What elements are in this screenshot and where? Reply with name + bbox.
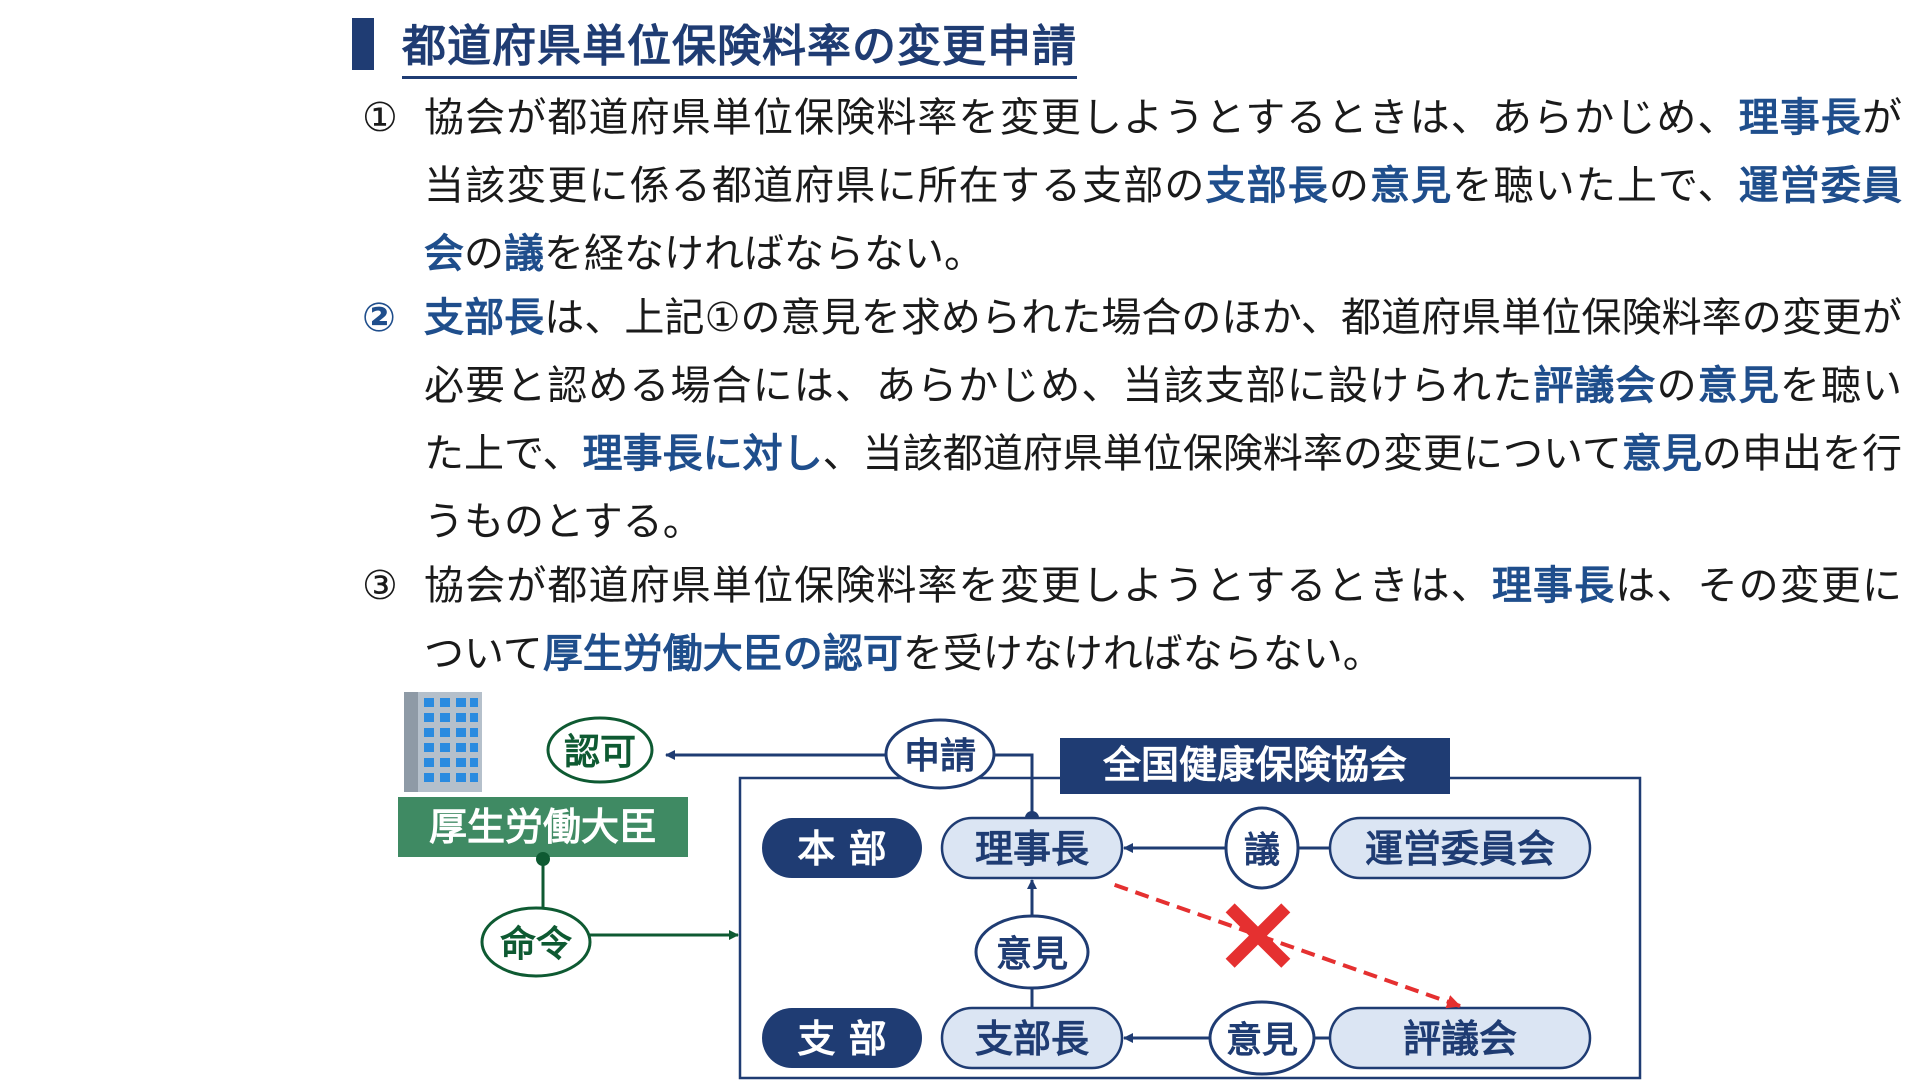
association-frame [738,776,1642,1080]
item-body-2: 支部長は、上記①の意見を求められた場合のほか、都道府県単位保険料率の変更が必要と… [424,284,1902,556]
invalid-route-arrow [1111,882,1461,1009]
body-text: 協会が都道府県単位保険料率を変更しようとするときは、 [424,563,1492,609]
council-node [1328,1006,1592,1070]
deliberation-label: 議 [1244,830,1280,871]
list-item-3: ③ 協会が都道府県単位保険料率を変更しようとするときは、理事長は、その変更につい… [362,552,1902,688]
steering-committee-node [1328,816,1592,880]
application-dot [1025,811,1039,825]
order-dot [536,852,550,866]
association-label: 全国健康保険協会 [1102,743,1407,787]
emphasis-text: 議 [504,231,544,277]
association-label-box [1060,738,1450,794]
emphasis-text: 理事長 [1491,563,1616,609]
minister-label: 厚生労働大臣 [429,805,657,849]
body-text: の [464,231,504,277]
steering-committee-label: 運営委員会 [1365,827,1555,871]
chairman-label: 理事長 [975,827,1090,871]
council-label: 評議会 [1403,1017,1517,1061]
minister-box [398,797,688,857]
heading-title: 都道府県単位保険料率の変更申請 [402,10,1077,79]
opinion-up-node [974,914,1090,990]
body-text: 協会が都道府県単位保険料率を変更しようとするときは、あらかじめ、 [424,95,1739,141]
approval-node [546,716,654,784]
emphasis-text: 評議会 [1533,363,1657,409]
item-number-3: ③ [362,563,398,609]
emphasis-text: 厚生労働大臣の認可 [542,631,903,677]
order-node [480,906,592,978]
body-text: を聴いた上で、 [424,363,1903,477]
headquarters-pill [762,818,922,878]
body-text: が当該変更に係る都道府県に所在する支部の [424,95,1902,209]
emphasis-text: 支部長 [424,295,545,341]
list-item-1: ① 協会が都道府県単位保険料率を変更しようとするときは、あらかじめ、理事長が当該… [362,84,1902,288]
body-text: を受けなければならない。 [902,631,1383,677]
branch-pill [762,1008,922,1068]
deliberation-node [1224,806,1300,890]
headquarters-label: 本 部 [797,827,886,871]
application-arrow [665,750,1034,820]
body-text: は、その変更について [424,563,1902,677]
section-heading: 都道府県単位保険料率の変更申請 [352,14,1077,79]
application-node [884,718,996,790]
body-text: を聴いた上で、 [1452,163,1739,209]
cross-mark-icon: × [1212,868,1304,996]
item-body-1: 協会が都道府県単位保険料率を変更しようとするときは、あらかじめ、理事長が当該変更… [424,84,1902,288]
branch-label: 支 部 [797,1017,886,1061]
emphasis-text: 意見 [1697,363,1780,409]
list-item-2: ② 支部長は、上記①の意見を求められた場合のほか、都道府県単位保険料率の変更が必… [362,284,1902,556]
body-text: 、当該都道府県単位保険料率の変更について [822,431,1622,477]
branch-manager-label: 支部長 [975,1017,1090,1061]
building-icon [404,692,482,792]
emphasis-text: 支部長 [1205,163,1329,209]
body-text: の [1328,163,1371,209]
opinion-up-label: 意見 [996,934,1068,975]
body-text: は、上記①の意見を求められた場合のほか、都道府県単位保険料率の変更が必要と認める… [424,295,1903,409]
emphasis-text: 意見 [1621,431,1702,477]
item-number-1: ① [362,95,398,141]
emphasis-text: 意見 [1370,163,1453,209]
body-text: の [1656,363,1698,409]
emphasis-text: 運営委員会 [424,163,1903,277]
emphasis-text: 理事長に対し [582,431,823,477]
item-body-3: 協会が都道府県単位保険料率を変更しようとするときは、理事長は、その変更について厚… [424,552,1902,688]
order-label: 命令 [500,923,573,965]
chairman-node [940,816,1124,880]
item-number-2: ② [362,295,396,341]
heading-bar [352,18,374,70]
branch-manager-node [940,1006,1124,1070]
body-text: の申出を行うものとする。 [424,431,1903,545]
opinion-left-label: 意見 [1226,1020,1298,1061]
approval-label: 認可 [564,732,636,773]
emphasis-text: 理事長 [1738,95,1862,141]
body-text: を経なければならない。 [544,231,984,277]
application-label: 申請 [904,736,976,777]
opinion-left-node [1208,1000,1316,1076]
